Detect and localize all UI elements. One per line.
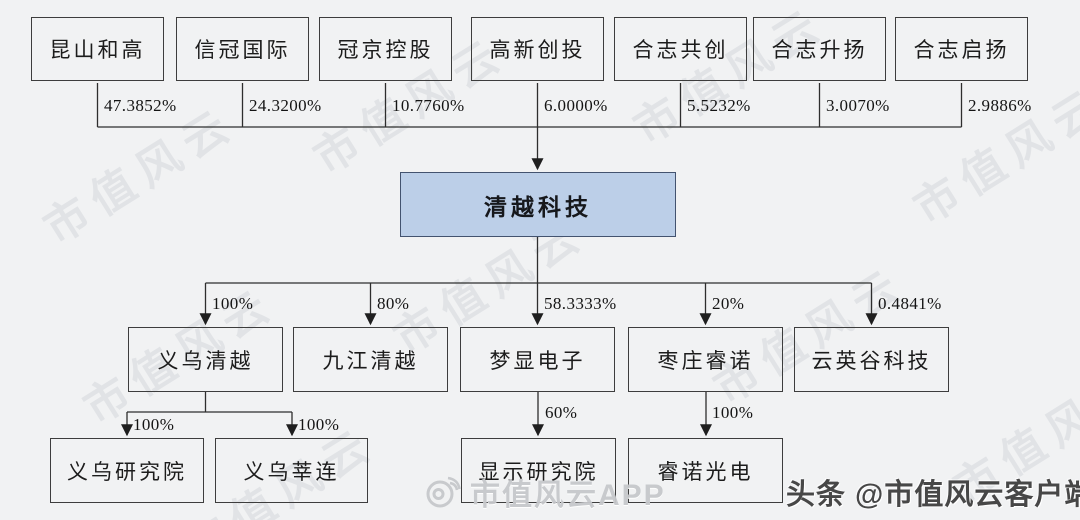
node-guanjing-holdings: 冠京控股 — [319, 17, 452, 81]
ownership-pct-label: 0.4841% — [878, 294, 942, 313]
node-display-research-institute: 显示研究院 — [461, 438, 616, 503]
ownership-pct-label: 80% — [377, 294, 410, 313]
node-kunshan-hegao: 昆山和高 — [31, 17, 164, 81]
node-jiujiang-qingyue: 九江清越 — [293, 327, 448, 392]
ownership-pct-label: 100% — [133, 415, 175, 434]
ownership-pct-label: 100% — [212, 294, 254, 313]
ownership-pct-label: 100% — [712, 403, 754, 422]
node-xinguan-intl: 信冠国际 — [176, 17, 309, 81]
ownership-pct-label: 5.5232% — [687, 96, 751, 115]
ownership-pct-label: 3.0070% — [826, 96, 890, 115]
ownership-pct-label: 6.0000% — [544, 96, 608, 115]
node-hezhi-gongchuang: 合志共创 — [614, 17, 747, 81]
node-hezhi-qiyang: 合志启扬 — [895, 17, 1028, 81]
node-yiwu-qingyue: 义乌清越 — [128, 327, 283, 392]
ownership-pct-label: 2.9886% — [968, 96, 1032, 115]
ownership-pct-label: 47.3852% — [104, 96, 177, 115]
footer-brand-watermark: 市值风云APP — [424, 470, 666, 514]
node-ruinuo-optoelectronics: 睿诺光电 — [628, 438, 783, 503]
node-yiwu-research-institute: 义乌研究院 — [50, 438, 204, 503]
ownership-pct-label: 58.3333% — [544, 294, 617, 313]
node-zaozhuang-ruinuo: 枣庄睿诺 — [628, 327, 783, 392]
node-qingyue-tech: 清越科技 — [400, 172, 676, 237]
ownership-pct-label: 60% — [545, 403, 578, 422]
node-yiwu-xinlian: 义乌莘连 — [215, 438, 368, 503]
weibo-eye-icon — [426, 476, 461, 508]
ownership-pct-label: 10.7760% — [392, 96, 465, 115]
node-mengxian-electronics: 梦显电子 — [460, 327, 615, 392]
footer-channel-watermark: 头条 @市值风云客户端 — [786, 479, 1080, 511]
footer-brand-text: 市值风云APP — [470, 479, 666, 512]
ownership-pct-label: 20% — [712, 294, 745, 313]
node-gaoxin-ventures: 高新创投 — [471, 17, 604, 81]
ownership-pct-label: 100% — [298, 415, 340, 434]
node-hezhi-shengyang: 合志升扬 — [753, 17, 886, 81]
node-yunyinggu-tech: 云英谷科技 — [794, 327, 949, 392]
ownership-pct-label: 24.3200% — [249, 96, 322, 115]
